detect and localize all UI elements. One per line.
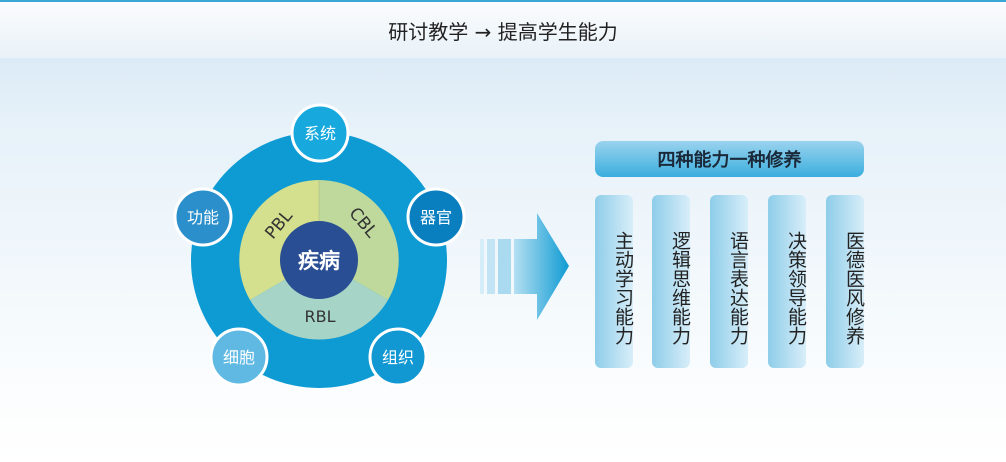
node-label: 组织: [382, 348, 414, 367]
page-title: 研讨教学 → 提高学生能力: [388, 19, 618, 44]
title-bar: 研讨教学 → 提高学生能力: [0, 0, 1006, 58]
center-circle: [280, 221, 358, 299]
node-label: 器官: [420, 208, 452, 227]
arrow-stripe: [487, 239, 495, 294]
node-system: 系统: [290, 103, 350, 163]
node-circle: [406, 187, 466, 247]
abilities-header: 四种能力一种修养: [595, 141, 864, 177]
arrow-body: [514, 213, 569, 320]
ability-column: 逻辑思维能力: [652, 195, 691, 368]
node-label: 细胞: [223, 348, 255, 367]
ability-column: 医德医风修养: [826, 195, 865, 368]
arrow-stripe: [480, 239, 484, 294]
node-circle: [290, 103, 350, 163]
node-organ: 器官: [406, 187, 466, 247]
arrow-right-icon: [480, 213, 569, 320]
ability-column: 决策领导能力: [768, 195, 807, 368]
node-circle: [173, 187, 233, 247]
arrow-stripe: [498, 239, 511, 294]
node-circle: [368, 327, 428, 387]
rbl-segment: [250, 260, 388, 340]
node-label: 功能: [187, 208, 219, 227]
node-cell: 细胞: [209, 327, 269, 387]
center-label: 疾病: [298, 249, 340, 273]
node-label: 系统: [304, 124, 336, 143]
node-function: 功能: [173, 187, 233, 247]
rbl-label: RBL: [304, 307, 335, 326]
node-tissue: 组织: [368, 327, 428, 387]
node-circle: [209, 327, 269, 387]
ability-column: 语言表达能力: [710, 195, 749, 368]
ability-column: 主动学习能力: [595, 195, 634, 368]
